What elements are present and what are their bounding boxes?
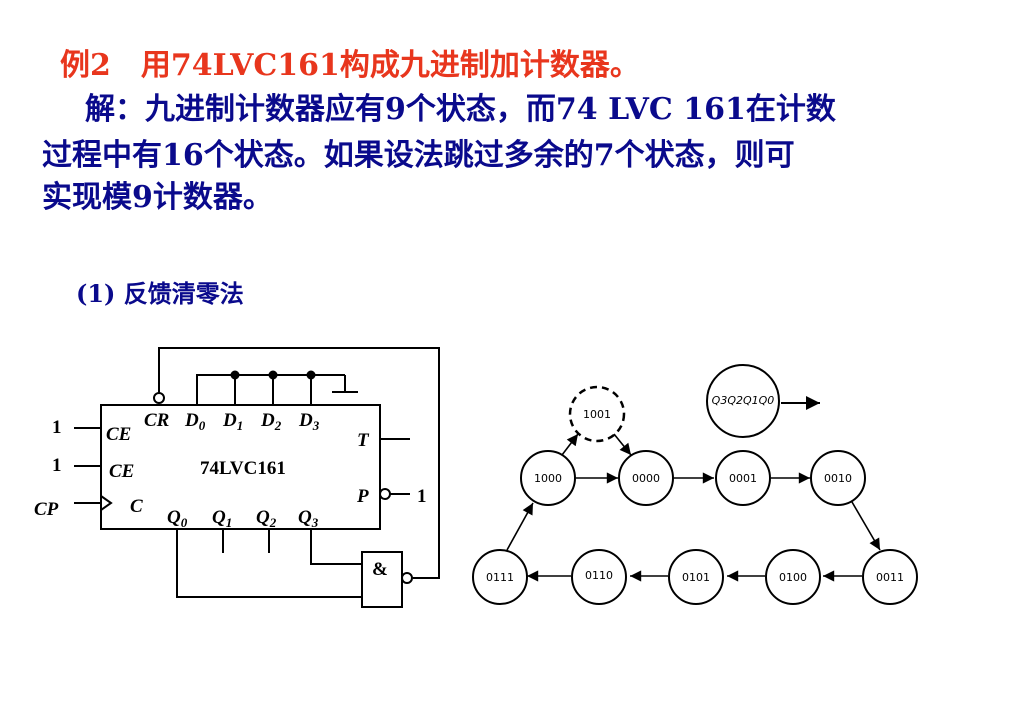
state-0110 xyxy=(571,549,627,605)
state-label-0000: 0000 xyxy=(632,472,660,485)
t-pin-label: T xyxy=(357,430,370,451)
solution-line-2: 过程中有16个状态。如果设法跳过多余的7个状态，则可 xyxy=(42,138,795,173)
solution-line-3: 实现模9计数器。 xyxy=(42,180,273,215)
ce2-input-value: 1 xyxy=(52,455,62,476)
state-0101 xyxy=(668,549,724,605)
d1-pin-label: D1 xyxy=(222,410,243,433)
state-legend: Q3Q2Q1Q0 xyxy=(712,394,775,407)
state-label-0110: 0110 xyxy=(585,569,613,582)
clear-feedback-wire xyxy=(158,347,440,579)
ce2-pin-label: CE xyxy=(109,461,134,482)
state-label-0010: 0010 xyxy=(824,472,852,485)
cr-inversion-bubble xyxy=(153,392,165,404)
nand-output-bubble xyxy=(401,572,413,584)
state-label-0111: 0111 xyxy=(486,571,514,584)
q1-pin-label: Q1 xyxy=(212,507,232,530)
state-1000 xyxy=(520,450,576,506)
legend-circle xyxy=(706,364,780,438)
state-0011 xyxy=(862,549,918,605)
chip-name: 74LVC161 xyxy=(200,458,286,479)
state-0111 xyxy=(472,549,528,605)
circuit-labels: 1 1 CP CE CE C CR D0 D1 D2 D3 74LVC161 T… xyxy=(34,410,427,580)
p-pin-label: P xyxy=(356,486,369,507)
state-diagram: Q3Q2Q1Q0 1001 xyxy=(472,364,918,605)
state-label-0011: 0011 xyxy=(876,571,904,584)
svg-text:1001: 1001 xyxy=(583,408,611,421)
state-label-0101: 0101 xyxy=(682,571,710,584)
state-label-1000: 1000 xyxy=(534,472,562,485)
clock-triangle xyxy=(100,495,113,511)
state-1001-skipped xyxy=(568,385,626,443)
ce-pin-label: CE xyxy=(106,424,131,445)
example-title: 例2 用74LVC161构成九进制加计数器。 xyxy=(60,48,640,83)
counter-circuit xyxy=(74,347,440,608)
d0-pin-label: D0 xyxy=(184,410,206,433)
c-pin-label: C xyxy=(130,496,143,517)
state-0000 xyxy=(618,450,674,506)
cr-pin-label: CR xyxy=(144,410,169,431)
state-label-0100: 0100 xyxy=(779,571,807,584)
ce-input-value: 1 xyxy=(52,417,62,438)
d2-pin-label: D2 xyxy=(260,410,282,433)
q3-pin-label: Q3 xyxy=(298,507,319,530)
d3-pin-label: D3 xyxy=(298,410,320,433)
data-inputs-bus xyxy=(196,374,345,405)
solution-line-1: 解：九进制计数器应有9个状态，而74 LVC 161在计数 xyxy=(85,92,836,127)
cp-label: CP xyxy=(34,499,59,520)
nand-gate-symbol: & xyxy=(372,559,388,580)
q0-pin-label: Q0 xyxy=(167,507,188,530)
state-0010 xyxy=(810,450,866,506)
q2-pin-label: Q2 xyxy=(256,507,277,530)
state-0100 xyxy=(765,549,821,605)
p-input-value: 1 xyxy=(417,486,427,507)
state-0001 xyxy=(715,450,771,506)
state-label-0001: 0001 xyxy=(729,472,757,485)
method-subtitle: (1) 反馈清零法 xyxy=(76,279,244,308)
